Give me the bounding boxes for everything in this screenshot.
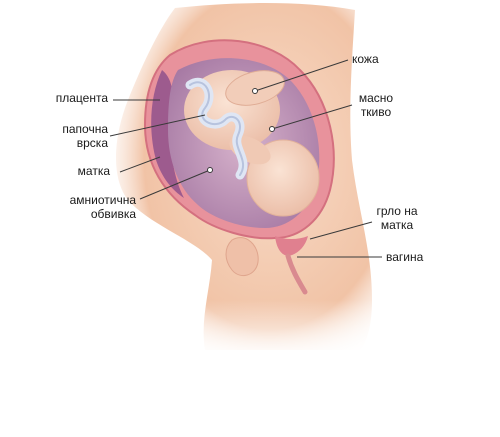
vagina-shape <box>285 253 308 295</box>
cervix-shape <box>275 236 308 256</box>
leader-lines <box>109 59 382 258</box>
label-fat-tissue: масно ткиво <box>358 91 394 119</box>
pelvic-organs <box>225 237 259 277</box>
placenta-shape <box>151 70 184 198</box>
label-vagina: вагина <box>386 250 424 264</box>
leader-dots <box>207 88 275 173</box>
label-cervix: грло на матка <box>376 204 418 232</box>
label-umbilical-cord: папочна врска <box>62 122 108 150</box>
label-skin: кожа <box>352 52 379 66</box>
label-uterus: матка <box>77 164 110 178</box>
label-amniotic-sac: амниотична обвивка <box>69 193 136 221</box>
label-placenta: плацента <box>55 91 108 105</box>
